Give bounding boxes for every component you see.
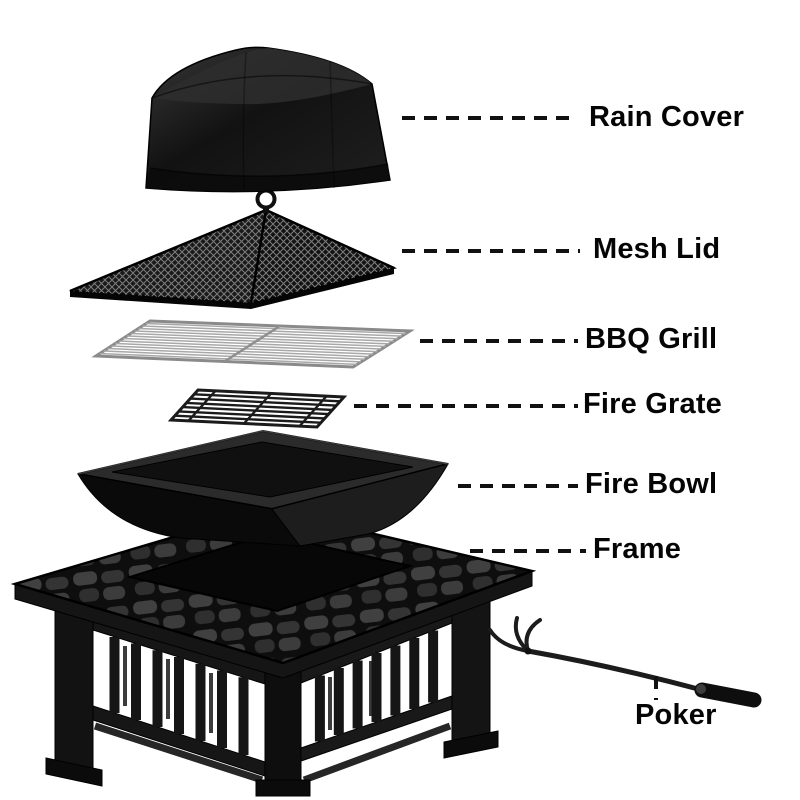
frame-illustration: [10, 507, 537, 797]
fire-grate-illustration: [167, 388, 348, 429]
label-rain-cover: Rain Cover: [589, 101, 745, 133]
poker-claw: [488, 616, 542, 653]
label-fire-grate: Fire Grate: [583, 388, 722, 420]
mesh-lid-illustration: [69, 188, 398, 309]
label-frame: Frame: [593, 533, 682, 565]
label-mesh-lid: Mesh Lid: [593, 233, 721, 265]
rain-cover-illustration: [145, 46, 391, 193]
lid-ring-handle: [255, 188, 277, 210]
bbq-grill-illustration: [91, 319, 415, 369]
poker-illustration: [488, 616, 762, 708]
fire-bowl-illustration: [77, 429, 450, 547]
label-bbq-grill: BBQ Grill: [585, 323, 718, 355]
label-fire-bowl: Fire Bowl: [585, 468, 718, 500]
label-poker: Poker: [635, 699, 717, 731]
